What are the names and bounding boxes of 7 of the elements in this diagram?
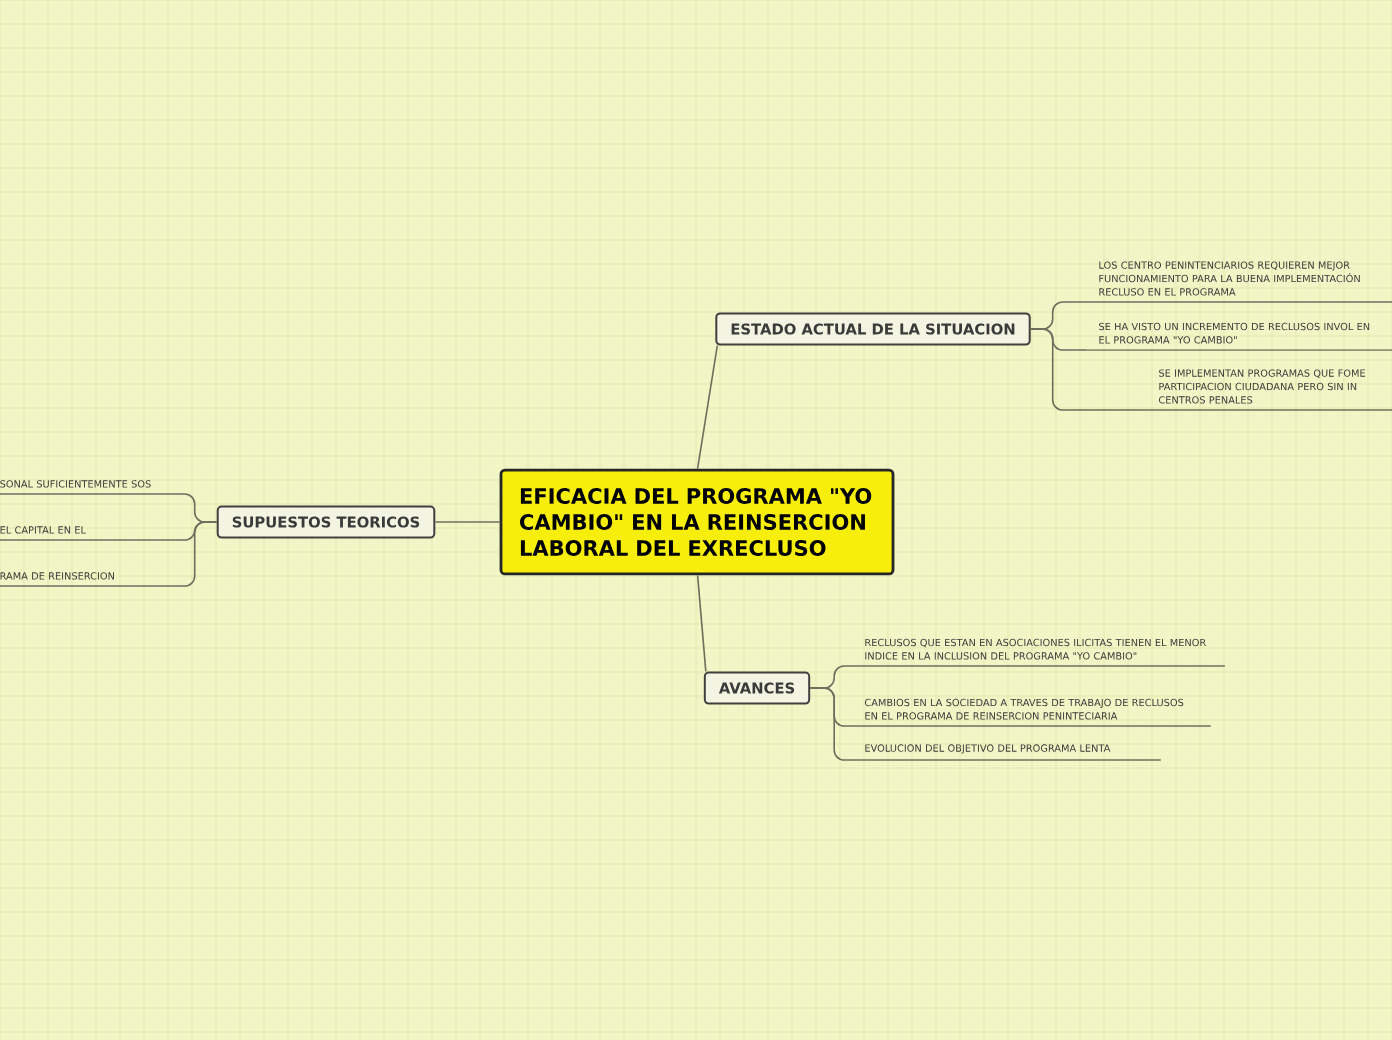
connector-line: [434, 521, 501, 523]
central-topic-box: EFICACIA DEL PROGRAMA "YO CAMBIO" EN LA REINSERCION LABORAL DEL EXRECLUSO: [499, 468, 895, 576]
connector-line: [696, 574, 707, 673]
connector-line: [696, 344, 719, 470]
connector-line: [171, 521, 218, 587]
connector-line: [809, 687, 853, 761]
connector-line: [1029, 328, 1147, 411]
